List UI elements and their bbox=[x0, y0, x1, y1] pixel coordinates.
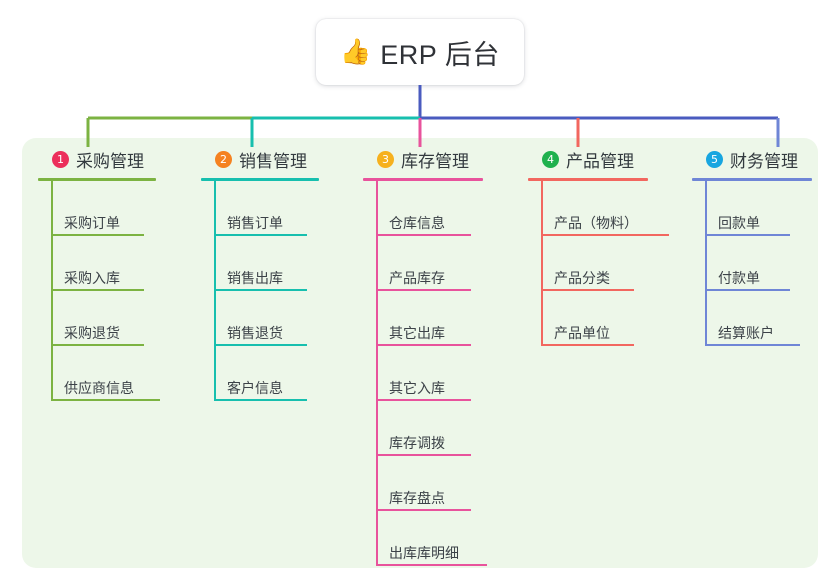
branch-header-3[interactable]: 3 库存管理 bbox=[363, 146, 483, 172]
leaf-item[interactable]: 产品库存 bbox=[377, 236, 483, 291]
branch-number-badge: 1 bbox=[52, 150, 69, 168]
leaf-item[interactable]: 产品单位 bbox=[542, 291, 648, 346]
leaf-label: 客户信息 bbox=[227, 379, 283, 396]
leaf-underline bbox=[377, 454, 471, 456]
branch-column-4: 4 产品管理产品（物料） 产品分类产品单位 bbox=[528, 146, 669, 346]
leaf-item[interactable]: 销售订单 bbox=[215, 181, 319, 236]
leaf-underline bbox=[52, 399, 160, 401]
leaf-item[interactable]: 出库库明细 bbox=[377, 511, 487, 566]
branch-title: 财务管理 bbox=[730, 151, 798, 171]
leaf-list: 采购订单采购入库采购退货供应商信息 bbox=[38, 181, 160, 401]
branch-number-badge: 4 bbox=[542, 150, 559, 168]
leaf-item[interactable]: 产品分类 bbox=[542, 236, 648, 291]
leaf-label: 回款单 bbox=[718, 214, 760, 231]
branch-underline bbox=[363, 178, 483, 181]
leaf-item[interactable]: 库存调拨 bbox=[377, 401, 483, 456]
branch-header-4[interactable]: 4 产品管理 bbox=[528, 146, 648, 172]
leaf-item[interactable]: 结算账户 bbox=[706, 291, 812, 346]
leaf-item[interactable]: 销售退货 bbox=[215, 291, 319, 346]
branch-number-badge: 2 bbox=[215, 150, 232, 168]
leaf-label: 其它出库 bbox=[389, 324, 445, 341]
branch-number-badge: 5 bbox=[706, 150, 723, 168]
leaf-list: 产品（物料） 产品分类产品单位 bbox=[528, 181, 669, 346]
leaf-underline bbox=[377, 509, 471, 511]
leaf-label: 仓库信息 bbox=[389, 214, 445, 231]
leaf-underline bbox=[215, 289, 307, 291]
branch-column-5: 5 财务管理回款单付款单结算账户 bbox=[692, 146, 812, 346]
leaf-label: 产品（物料） bbox=[554, 214, 638, 231]
leaf-label: 销售退货 bbox=[227, 324, 283, 341]
branch-column-2: 2 销售管理销售订单销售出库销售退货客户信息 bbox=[201, 146, 319, 401]
leaf-underline bbox=[542, 344, 634, 346]
branch-header-2[interactable]: 2 销售管理 bbox=[201, 146, 319, 172]
branch-underline bbox=[528, 178, 648, 181]
leaf-label: 采购订单 bbox=[64, 214, 120, 231]
leaf-underline bbox=[706, 344, 800, 346]
leaf-label: 采购入库 bbox=[64, 269, 120, 286]
thumbs-up-icon: 👍 bbox=[340, 37, 372, 66]
leaf-underline bbox=[215, 399, 307, 401]
leaf-underline bbox=[377, 344, 471, 346]
leaf-underline bbox=[52, 234, 144, 236]
leaf-item[interactable]: 客户信息 bbox=[215, 346, 319, 401]
branch-underline bbox=[38, 178, 156, 181]
leaf-underline bbox=[215, 344, 307, 346]
leaf-underline bbox=[542, 289, 634, 291]
leaf-underline bbox=[52, 344, 144, 346]
leaf-label: 采购退货 bbox=[64, 324, 120, 341]
leaf-item[interactable]: 产品（物料） bbox=[542, 181, 669, 236]
leaf-label: 结算账户 bbox=[718, 324, 774, 341]
branches-panel bbox=[22, 138, 818, 568]
leaf-item[interactable]: 采购入库 bbox=[52, 236, 156, 291]
leaf-underline bbox=[215, 234, 307, 236]
branch-number-badge: 3 bbox=[377, 150, 394, 168]
leaf-item[interactable]: 其它入库 bbox=[377, 346, 483, 401]
leaf-list: 销售订单销售出库销售退货客户信息 bbox=[201, 181, 319, 401]
branch-underline bbox=[201, 178, 319, 181]
leaf-label: 销售出库 bbox=[227, 269, 283, 286]
leaf-item[interactable]: 库存盘点 bbox=[377, 456, 483, 511]
leaf-label: 其它入库 bbox=[389, 379, 445, 396]
leaf-item[interactable]: 销售出库 bbox=[215, 236, 319, 291]
leaf-label: 产品库存 bbox=[389, 269, 445, 286]
root-node[interactable]: 👍 ERP 后台 bbox=[316, 19, 524, 85]
leaf-list: 仓库信息产品库存其它出库其它入库库存调拨库存盘点出库库明细 bbox=[363, 181, 487, 566]
branch-header-1[interactable]: 1 采购管理 bbox=[38, 146, 156, 172]
leaf-item[interactable]: 采购退货 bbox=[52, 291, 156, 346]
leaf-label: 供应商信息 bbox=[64, 379, 134, 396]
leaf-underline bbox=[706, 289, 790, 291]
branch-column-1: 1 采购管理采购订单采购入库采购退货供应商信息 bbox=[38, 146, 160, 401]
branch-header-5[interactable]: 5 财务管理 bbox=[692, 146, 812, 172]
leaf-label: 付款单 bbox=[718, 269, 760, 286]
branch-underline bbox=[692, 178, 812, 181]
leaf-item[interactable]: 其它出库 bbox=[377, 291, 483, 346]
leaf-item[interactable]: 供应商信息 bbox=[52, 346, 160, 401]
branch-title: 库存管理 bbox=[401, 151, 469, 171]
leaf-label: 库存盘点 bbox=[389, 489, 445, 506]
leaf-item[interactable]: 采购订单 bbox=[52, 181, 156, 236]
leaf-underline bbox=[706, 234, 790, 236]
leaf-underline bbox=[542, 234, 669, 236]
leaf-label: 库存调拨 bbox=[389, 434, 445, 451]
leaf-underline bbox=[52, 289, 144, 291]
branch-column-3: 3 库存管理仓库信息产品库存其它出库其它入库库存调拨库存盘点出库库明细 bbox=[363, 146, 487, 566]
leaf-label: 产品单位 bbox=[554, 324, 610, 341]
leaf-label: 销售订单 bbox=[227, 214, 283, 231]
leaf-underline bbox=[377, 564, 487, 566]
leaf-label: 产品分类 bbox=[554, 269, 610, 286]
root-title: ERP 后台 bbox=[380, 39, 500, 70]
leaf-underline bbox=[377, 399, 471, 401]
branch-title: 销售管理 bbox=[239, 151, 307, 171]
branch-title: 产品管理 bbox=[566, 151, 634, 171]
leaf-label: 出库库明细 bbox=[389, 544, 459, 561]
leaf-list: 回款单付款单结算账户 bbox=[692, 181, 812, 346]
leaf-item[interactable]: 仓库信息 bbox=[377, 181, 483, 236]
leaf-underline bbox=[377, 234, 471, 236]
branch-title: 采购管理 bbox=[76, 151, 144, 171]
leaf-item[interactable]: 付款单 bbox=[706, 236, 812, 291]
leaf-underline bbox=[377, 289, 471, 291]
leaf-item[interactable]: 回款单 bbox=[706, 181, 812, 236]
